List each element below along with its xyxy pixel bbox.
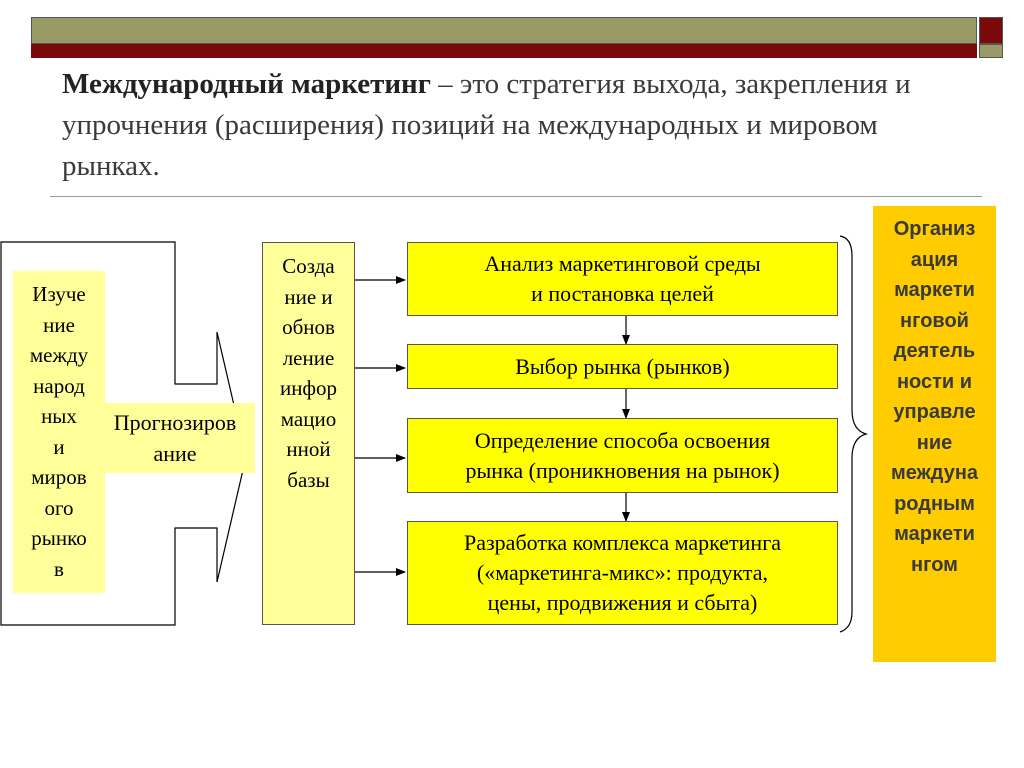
forecast-line: ание: [153, 441, 197, 466]
title-definition: – это стратегия выхода, закрепления и уп…: [62, 68, 911, 182]
infobase-line: обнов: [282, 315, 335, 339]
step-box-market-choice: Выбор рынка (рынков): [407, 344, 838, 389]
org-line: Организ: [893, 218, 976, 240]
org-line: ности и: [896, 370, 973, 393]
study-markets-box: Изуче ние между народ ных и миров ого ры…: [13, 271, 105, 593]
study-line: народ: [33, 373, 85, 398]
infobase-line: ление: [282, 345, 335, 370]
organization-box: Организ ация маркети нговой деятель ност…: [873, 206, 996, 662]
study-line: Изуче: [32, 282, 86, 306]
header-bar-olive: [31, 17, 977, 44]
org-line: родным: [894, 492, 975, 515]
forecast-line: Прогнозиров: [113, 410, 237, 435]
org-line: ация: [910, 248, 959, 271]
step-line: Разработка комплекса маркетинга: [463, 530, 781, 555]
org-line: нговой: [900, 309, 969, 332]
infobase-line: мацио: [280, 406, 337, 431]
study-line: ого: [44, 495, 74, 520]
step-line: цены, продвижения и сбыта): [487, 590, 758, 615]
infobase-line: ние и: [284, 284, 333, 309]
info-base-box: Созда ние и обнов ление инфор мацио нной…: [262, 242, 355, 625]
slide-title: Международный маркетинг – это стратегия …: [62, 64, 942, 187]
title-term: Международный маркетинг: [62, 68, 431, 100]
study-line: ние: [43, 312, 75, 337]
step-box-marketing-mix: Разработка комплекса маркетинга («маркет…: [407, 521, 838, 625]
header-square-olive: [979, 44, 1003, 58]
org-line: маркети: [894, 523, 975, 545]
step-box-entry-method: Определение способа освоения рынка (прон…: [407, 418, 838, 493]
org-line: деятель: [893, 340, 976, 362]
study-line: миров: [31, 465, 87, 489]
step-box-analysis: Анализ маркетинговой среды и постановка …: [407, 242, 838, 316]
org-line: управле: [893, 401, 976, 423]
step-line: рынка (проникновения на рынок): [465, 457, 780, 483]
header-square-red: [979, 17, 1003, 44]
infobase-line: нной: [286, 437, 331, 461]
step-line: Анализ маркетинговой среды: [484, 251, 761, 276]
title-divider: [50, 196, 982, 197]
org-line: ние: [916, 431, 953, 454]
study-line: рынко: [31, 526, 87, 550]
study-line: между: [29, 343, 89, 367]
infobase-line: Созда: [282, 254, 335, 278]
forecasting-box: Прогнозиров ание: [95, 403, 255, 473]
infobase-line: инфор: [279, 376, 338, 400]
step-line: Определение способа освоения: [474, 427, 771, 453]
right-brace: [839, 235, 869, 633]
step-line: и постановка целей: [531, 281, 714, 306]
infobase-line: базы: [287, 467, 330, 492]
org-line: нгом: [911, 553, 958, 576]
study-line: ных: [41, 404, 77, 428]
study-line: в: [54, 556, 64, 581]
step-line: Выбор рынка (рынков): [515, 353, 730, 379]
org-line: междуна: [890, 462, 979, 484]
step-line: («маркетинга-микс»: продукта,: [476, 560, 769, 585]
header-bar-red: [31, 44, 977, 58]
study-line: и: [53, 434, 65, 459]
org-line: маркети: [894, 279, 975, 301]
